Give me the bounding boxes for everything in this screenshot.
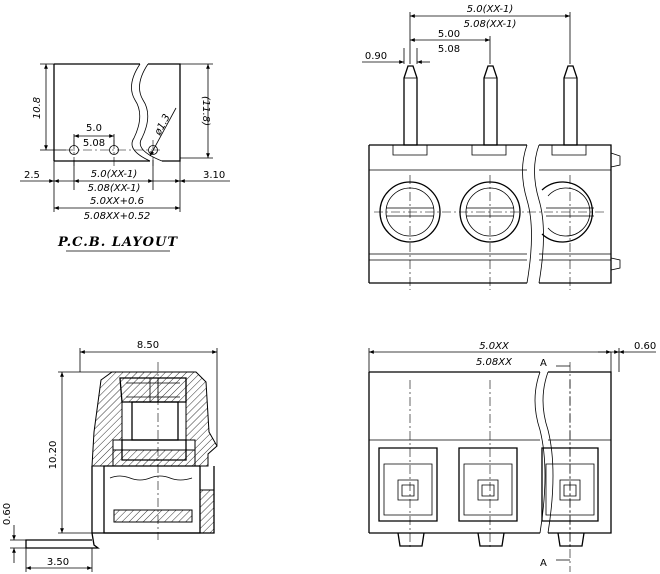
top-body [369,371,612,534]
entry-1 [378,447,438,522]
dim-side-width: 8.50 [137,340,159,351]
dim-pcb-pitch-a: 5.0 [86,123,102,134]
dim-front-span-a: 5.0(XX-1) [467,4,513,15]
front-break-line [522,144,544,284]
entry-2 [458,447,518,522]
dim-pcb-total-a: 5.0XX+0.6 [90,196,144,207]
top-view: A A 5.0XX 5.08XX 0.60 [368,341,656,572]
pcb-layout-view: 10.8 (11.8) 5.0 5.08 ø1.3 2.5 5.0(XX-1) … [20,63,230,252]
side-pin [25,532,100,549]
section-mark-top: A [540,358,547,369]
dim-side-pin-offset: 3.50 [47,557,69,568]
dim-front-span-b: 5.08(XX-1) [464,19,517,30]
dim-top-total-b: 5.08XX [476,357,513,368]
dim-pcb-span-a: 5.0(XX-1) [91,169,137,180]
wire-entries [378,447,599,522]
dim-pcb-hole: ø1.3 [152,113,173,138]
dim-front-pin: 0.90 [365,51,387,62]
front-view: 5.0(XX-1) 5.08(XX-1) 5.00 5.08 0.90 [362,4,621,290]
screw-shaft [131,401,179,441]
dim-pcb-total-b: 5.08XX+0.52 [84,211,151,222]
front-pins [392,65,587,156]
dim-pcb-height: 10.8 [32,97,43,119]
dim-top-right: 0.60 [634,341,656,352]
dim-pcb-span-b: 5.08(XX-1) [88,183,141,194]
dim-side-pin-thickness: 0.60 [2,503,13,525]
dim-top-total-a: 5.0XX [479,341,510,352]
dim-side-height: 10.20 [48,441,59,470]
pcb-outline [54,63,181,162]
dim-front-pitch-b: 5.08 [438,44,460,55]
dim-front-pitch-a: 5.00 [438,29,460,40]
entry-3 [541,447,599,522]
pcb-layout-title: P.C.B. LAYOUT [57,235,178,250]
dim-pcb-pitch-b: 5.08 [83,138,105,149]
top-break-line [534,371,554,534]
dim-pcb-height-ref: (11.8) [200,96,211,126]
section-mark-bottom: A [540,558,547,569]
dim-pcb-right: 3.10 [203,170,225,181]
pcb-holes [66,140,161,168]
screw-3 [541,181,593,243]
dim-pcb-left: 2.5 [24,170,40,181]
front-screws [374,175,606,290]
screw-head [119,377,187,403]
top-pin-tails [397,532,585,547]
side-section-view: 8.50 10.20 0.60 3.50 [2,340,218,572]
front-latches [610,152,621,271]
